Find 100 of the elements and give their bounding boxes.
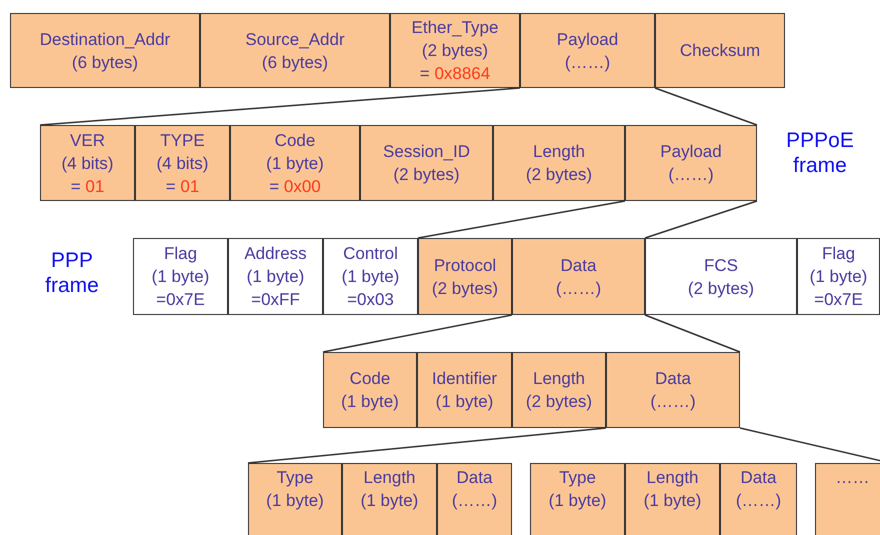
field-text: (2 bytes): [393, 164, 460, 186]
field-box: [323, 352, 417, 428]
field-text: =0x7E: [814, 289, 863, 311]
field-text: =0x7E: [156, 289, 205, 311]
field-text: (1 byte): [246, 266, 304, 288]
field-text: = 0x8864: [420, 63, 490, 85]
field-text: Source_Addr: [245, 28, 345, 50]
connector-line: [322, 314, 512, 353]
field-box: [228, 238, 323, 315]
field-box: [135, 125, 230, 201]
field-text: Address: [244, 243, 307, 265]
field-text: (……): [650, 391, 696, 413]
field-text: (……): [736, 490, 782, 512]
frame-label: PPP frame: [44, 248, 100, 298]
frame-label: PPPoE frame: [785, 128, 855, 178]
field-box: [342, 463, 437, 535]
field-text: Length: [646, 467, 698, 489]
connector-line: [644, 314, 740, 353]
field-text: Session_ID: [383, 141, 470, 163]
field-box: [645, 238, 797, 315]
field-box: [133, 238, 228, 315]
field-box: [418, 238, 512, 315]
field-text: (6 bytes): [262, 52, 328, 74]
field-text: Flag: [822, 243, 856, 265]
field-text: (2 bytes): [432, 278, 498, 300]
field-text: Data: [655, 368, 691, 390]
field-box: [797, 238, 880, 315]
field-text: (4 bits): [156, 152, 208, 174]
field-text: Data: [456, 467, 492, 489]
field-text: (1 byte): [266, 490, 324, 512]
field-text: Destination_Addr: [40, 28, 170, 50]
field-text: (2 bytes): [688, 278, 754, 300]
connector-line: [418, 200, 626, 239]
field-text: (……): [564, 52, 610, 74]
field-text: Length: [533, 368, 585, 390]
field-box: [360, 125, 493, 201]
field-text: = 01: [166, 176, 200, 198]
field-text: Payload: [660, 141, 722, 163]
field-box: [520, 13, 655, 88]
field-box: [512, 238, 645, 315]
field-text: VER: [70, 130, 105, 152]
field-text: Type: [559, 467, 596, 489]
field-text: (2 bytes): [526, 164, 592, 186]
field-box: [720, 463, 797, 535]
field-text: = 0x00: [269, 176, 321, 198]
field-text: Payload: [556, 28, 618, 50]
field-text: ……: [836, 467, 870, 489]
field-box: [200, 13, 390, 88]
field-box: [248, 463, 342, 535]
field-box: [230, 125, 360, 201]
field-text: Type: [276, 467, 314, 489]
field-text: (1 byte): [810, 266, 868, 288]
field-text: (1 byte): [341, 391, 399, 413]
field-text: Data: [740, 467, 776, 489]
field-text: Length: [364, 467, 416, 489]
field-text: (1 byte): [644, 490, 702, 512]
field-box: [625, 463, 720, 535]
field-box: [625, 125, 757, 201]
field-text: (6 bytes): [72, 52, 138, 74]
field-text: Identifier: [432, 368, 498, 390]
field-text: = 01: [70, 176, 104, 198]
connector-line: [654, 87, 758, 126]
field-text: Flag: [164, 243, 198, 265]
field-text: Data: [560, 254, 596, 276]
field-text: Length: [533, 141, 585, 163]
field-text: Control: [343, 243, 398, 265]
field-text: (1 byte): [360, 490, 418, 512]
field-text: (……): [452, 490, 498, 512]
field-text: (1 byte): [152, 266, 210, 288]
field-text: Code: [350, 368, 390, 390]
field-box: [815, 463, 880, 535]
field-text: (1 byte): [342, 266, 400, 288]
field-box: [493, 125, 625, 201]
field-box: [530, 463, 625, 535]
field-box: [437, 463, 512, 535]
connector-line: [740, 427, 880, 464]
field-box: [512, 352, 606, 428]
field-text: FCS: [704, 254, 738, 276]
field-box: [655, 13, 785, 88]
field-box: [417, 352, 512, 428]
field-text: (1 byte): [436, 391, 494, 413]
field-text: =0x03: [347, 289, 394, 311]
field-text: (2 bytes): [422, 40, 488, 62]
field-text: (……): [668, 164, 714, 186]
connector-line: [644, 200, 758, 239]
field-box: [10, 13, 200, 88]
field-text: TYPE: [160, 130, 205, 152]
field-text: =0xFF: [251, 289, 300, 311]
connector-line: [40, 87, 520, 126]
field-text: (……): [556, 278, 602, 300]
field-text: Ether_Type: [412, 17, 498, 39]
field-text: (4 bits): [62, 152, 114, 174]
field-text: (2 bytes): [526, 391, 592, 413]
field-box: [390, 13, 520, 88]
field-text: Code: [274, 130, 316, 152]
field-text: Protocol: [434, 254, 496, 276]
field-text: Checksum: [680, 40, 760, 62]
field-box: [323, 238, 418, 315]
field-box: [606, 352, 740, 428]
field-box: [40, 125, 135, 201]
